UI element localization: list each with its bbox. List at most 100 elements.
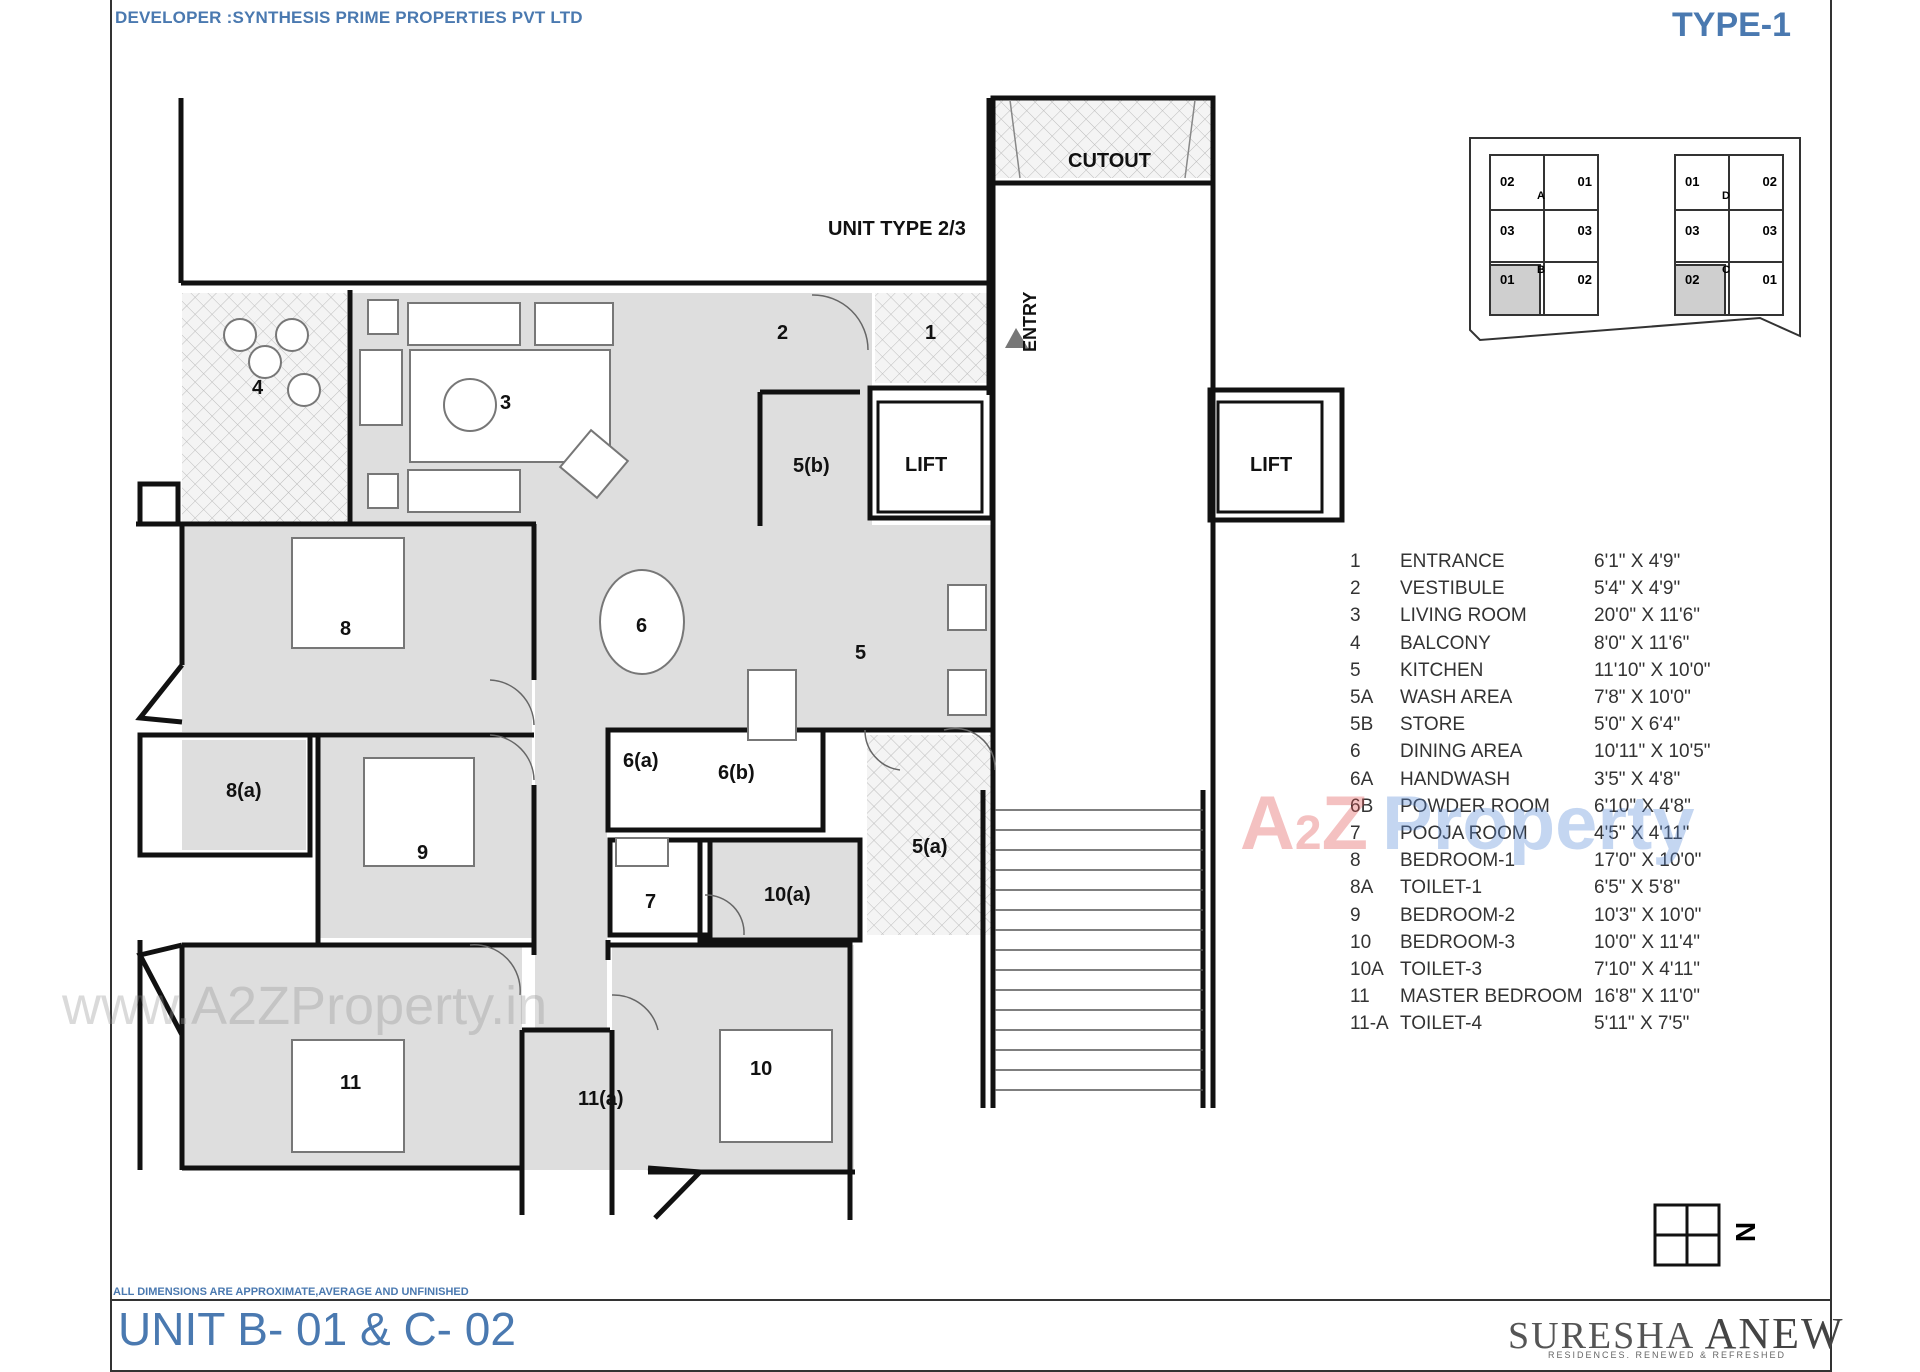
key-unit: 01 bbox=[1685, 174, 1700, 189]
schedule-room-name: DINING AREA bbox=[1400, 741, 1523, 763]
watermark-url: www.A2ZProperty.in bbox=[62, 976, 548, 1036]
watermark-logo-2: 2 bbox=[1294, 807, 1322, 860]
schedule-room-name: TOILET-4 bbox=[1400, 1013, 1483, 1035]
schedule-room-size: 5'11" X 7'5" bbox=[1594, 1013, 1690, 1035]
key-core-a: A bbox=[1537, 190, 1545, 202]
key-unit: 02 bbox=[1762, 174, 1777, 189]
schedule-no: 8A bbox=[1350, 877, 1374, 899]
schedule-room-name: VESTIBULE bbox=[1400, 578, 1505, 600]
room-5-label: 5 bbox=[855, 642, 867, 664]
key-plan-right-block: 01 02 03 03 02 01 bbox=[1677, 174, 1785, 287]
key-unit: 01 bbox=[1577, 174, 1592, 189]
schedule-room-size: 7'8" X 10'0" bbox=[1594, 687, 1691, 709]
schedule-no: 6A bbox=[1350, 768, 1374, 790]
entry-arrow-icon bbox=[1005, 328, 1028, 348]
schedule-row: 11-A TOILET-4 5'11" X 7'5" bbox=[1350, 1010, 1754, 1037]
hatched-areas bbox=[182, 98, 1213, 935]
schedule-room-size: 16'8" X 11'0" bbox=[1594, 986, 1700, 1008]
schedule-no: 9 bbox=[1350, 904, 1361, 926]
walls bbox=[135, 95, 1345, 1220]
schedule-no: 8 bbox=[1350, 850, 1361, 872]
developer-label: DEVELOPER :SYNTHESIS PRIME PROPERTIES PV… bbox=[115, 8, 583, 27]
watermark-logo-rest: Property bbox=[1382, 781, 1695, 866]
key-unit: 02 bbox=[1500, 174, 1515, 189]
key-unit: 03 bbox=[1762, 223, 1777, 238]
key-unit: 03 bbox=[1577, 223, 1592, 238]
schedule-room-name: TOILET-3 bbox=[1400, 959, 1483, 981]
schedule-room-size: 20'0" X 11'6" bbox=[1594, 605, 1700, 627]
key-plan bbox=[1469, 137, 1801, 342]
disclaimer: ALL DIMENSIONS ARE APPROXIMATE,AVERAGE A… bbox=[113, 1286, 469, 1298]
room-11a-label: 11(a) bbox=[578, 1088, 624, 1110]
schedule-room-size: 4'5" X 4'11" bbox=[1594, 823, 1690, 845]
cutout-label: CUTOUT bbox=[1068, 150, 1151, 172]
schedule-row: 6A HANDWASH 3'5" X 4'8" bbox=[1350, 766, 1754, 793]
schedule-room-name: ENTRANCE bbox=[1400, 551, 1505, 572]
schedule-room-size: 10'0" X 11'4" bbox=[1594, 931, 1700, 953]
room-10-label: 10 bbox=[750, 1058, 773, 1080]
schedule-room-size: 3'5" X 4'8" bbox=[1594, 768, 1681, 790]
schedule-no: 3 bbox=[1350, 605, 1361, 627]
schedule-room-name: BEDROOM-1 bbox=[1400, 850, 1516, 872]
watermark-logo-a: A bbox=[1240, 781, 1295, 866]
brand-logo: SURESHA ANEW bbox=[1508, 1308, 1845, 1359]
room-1-label: 1 bbox=[925, 322, 937, 344]
schedule-no: 2 bbox=[1350, 578, 1361, 600]
schedule-room-size: 6'1" X 4'9" bbox=[1594, 551, 1681, 572]
key-core-b: B bbox=[1537, 264, 1545, 276]
schedule-no: 6 bbox=[1350, 741, 1361, 763]
schedule-room-name: KITCHEN bbox=[1400, 659, 1484, 681]
schedule-room-name: POOJA ROOM bbox=[1400, 823, 1528, 845]
schedule-no: 10A bbox=[1350, 959, 1384, 981]
brand-right: ANEW bbox=[1704, 1309, 1845, 1358]
schedule-room-name: POWDER ROOM bbox=[1400, 795, 1550, 817]
key-unit: 03 bbox=[1685, 223, 1700, 238]
schedule-room-size: 5'4" X 4'9" bbox=[1594, 578, 1681, 600]
schedule-no: 11-A bbox=[1350, 1013, 1389, 1035]
schedule-room-name: BEDROOM-3 bbox=[1400, 931, 1516, 953]
schedule-no: 4 bbox=[1350, 632, 1361, 654]
schedule-room-size: 10'3" X 10'0" bbox=[1594, 904, 1702, 926]
door-swings bbox=[469, 294, 996, 1031]
room-6a-label: 6(a) bbox=[623, 750, 659, 772]
schedule-no: 6B bbox=[1350, 795, 1374, 817]
north-grid-icon bbox=[1653, 1203, 1721, 1267]
room-8-label: 8 bbox=[340, 618, 352, 640]
schedule-room-name: BALCONY bbox=[1400, 632, 1491, 654]
schedule-no: 11 bbox=[1350, 986, 1370, 1008]
schedule-room-name: HANDWASH bbox=[1400, 768, 1511, 790]
room-7-label: 7 bbox=[645, 891, 657, 913]
room-6b-label: 6(b) bbox=[718, 762, 755, 784]
brand-tagline: RESIDENCES. RENEWED & REFRESHED bbox=[1548, 1350, 1787, 1360]
schedule-no: 5B bbox=[1350, 714, 1374, 736]
key-core-d: D bbox=[1722, 190, 1730, 202]
room-4-label: 4 bbox=[252, 377, 264, 399]
unit-type-label: UNIT TYPE 2/3 bbox=[828, 218, 966, 240]
furniture bbox=[223, 299, 987, 1153]
schedule-row: 7 POOJA ROOM 4'5" X 4'11" bbox=[1350, 820, 1754, 847]
type-label: TYPE-1 bbox=[1672, 6, 1792, 44]
key-unit: 02 bbox=[1577, 272, 1592, 287]
lift-left-label: LIFT bbox=[905, 454, 948, 476]
room-2-label: 2 bbox=[777, 322, 789, 344]
key-plan-left-block: 02 01 03 03 01 02 bbox=[1492, 174, 1600, 287]
room-9-label: 9 bbox=[417, 842, 429, 864]
room-10a-label: 10(a) bbox=[764, 884, 811, 906]
footer-divider bbox=[110, 1299, 1830, 1301]
lift-right-label: LIFT bbox=[1250, 454, 1293, 476]
schedule-no: 5A bbox=[1350, 687, 1374, 709]
schedule-room-size: 5'0" X 6'4" bbox=[1594, 714, 1681, 736]
schedule-no: 7 bbox=[1350, 823, 1361, 845]
